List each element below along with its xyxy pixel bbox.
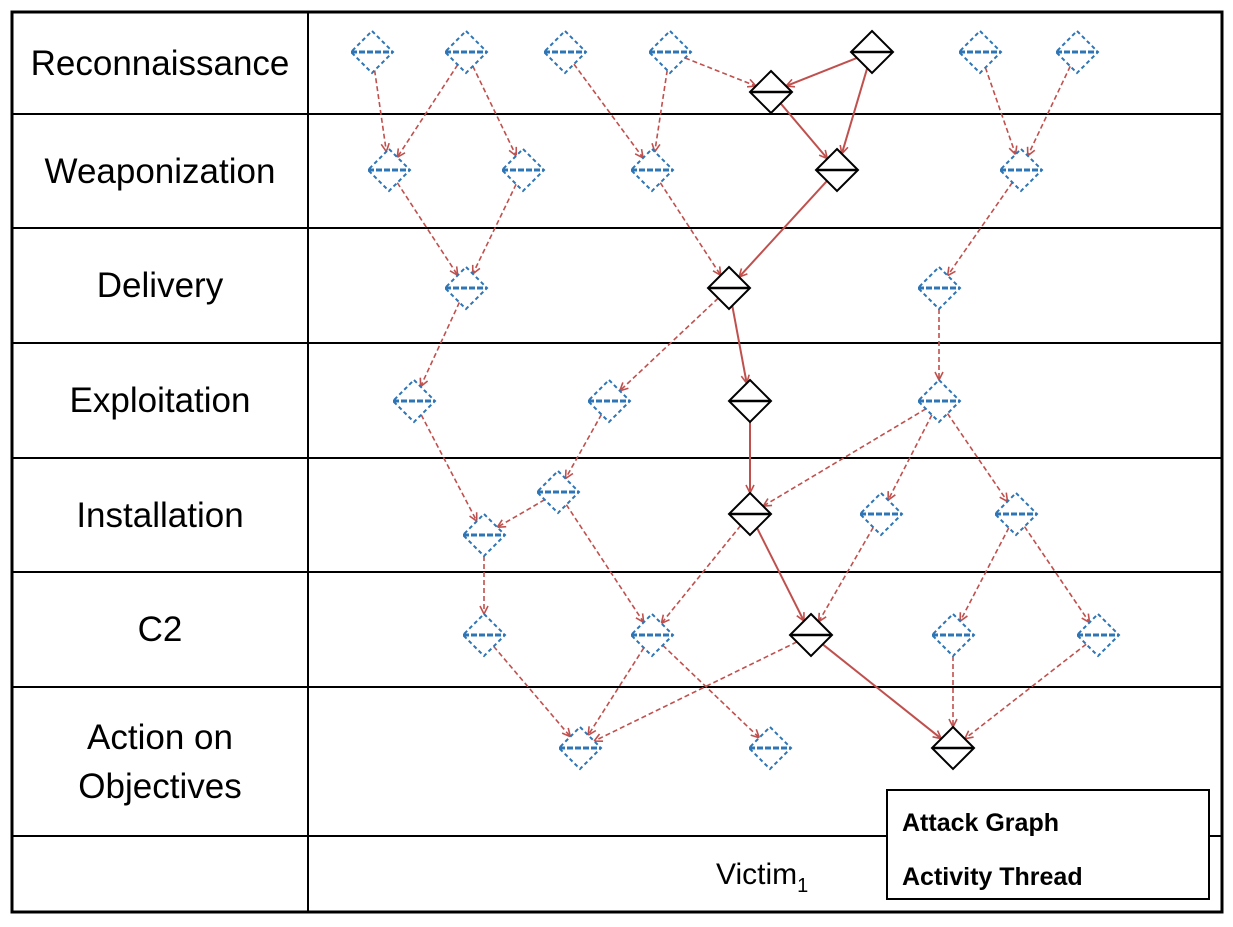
edge-i3-c3 bbox=[819, 526, 874, 621]
edge-d2-e2 bbox=[620, 297, 719, 391]
edge-r6-w5 bbox=[984, 67, 1015, 155]
node-w5 bbox=[998, 147, 1044, 193]
edge-c3-a1 bbox=[594, 641, 798, 741]
edge-r5-rm bbox=[786, 57, 858, 86]
edge-e1-i1 bbox=[420, 414, 477, 521]
node-r4 bbox=[647, 29, 693, 75]
phase-grid bbox=[10, 10, 1224, 914]
node-d1 bbox=[443, 265, 489, 311]
node-w1 bbox=[366, 147, 412, 193]
node-d2 bbox=[706, 265, 752, 311]
edge-w4-d2 bbox=[739, 180, 828, 277]
node-c1 bbox=[461, 612, 507, 658]
node-e3 bbox=[727, 378, 773, 424]
phase-label: Installation bbox=[76, 495, 244, 535]
edge-i2-c2 bbox=[661, 525, 742, 624]
edge-r2-w1 bbox=[397, 64, 459, 158]
node-e4 bbox=[916, 378, 962, 424]
edge-r2-w2 bbox=[472, 65, 516, 156]
node-layer bbox=[349, 29, 1121, 771]
edge-r5-w4 bbox=[842, 67, 869, 154]
node-r3 bbox=[542, 29, 588, 75]
node-e1 bbox=[391, 378, 437, 424]
node-c4 bbox=[930, 612, 976, 658]
victim-label: Victim1 bbox=[716, 858, 809, 897]
edge-c5-a3 bbox=[965, 643, 1087, 739]
node-r7 bbox=[1054, 29, 1100, 75]
edge-w2-d1 bbox=[473, 183, 517, 274]
node-r6 bbox=[957, 29, 1003, 75]
edge-e2-i0 bbox=[566, 414, 603, 478]
node-c3 bbox=[788, 612, 834, 658]
node-w3 bbox=[629, 147, 675, 193]
node-e2 bbox=[586, 378, 632, 424]
edge-rm-w4 bbox=[779, 102, 828, 158]
edge-r4-w3 bbox=[655, 70, 669, 152]
edge-c1-a1 bbox=[493, 645, 571, 736]
node-r2 bbox=[443, 29, 489, 75]
node-c2 bbox=[629, 612, 675, 658]
edge-i0-i1 bbox=[497, 499, 546, 528]
edge-e4-i4 bbox=[946, 413, 1008, 501]
node-i4 bbox=[993, 491, 1039, 537]
phase-label: Weaponization bbox=[44, 151, 276, 191]
edge-d2-e3 bbox=[731, 305, 746, 384]
node-i2 bbox=[727, 491, 773, 537]
edge-c2-a1 bbox=[588, 647, 645, 735]
legend-attack-graph-label: Attack Graph bbox=[902, 809, 1059, 837]
edge-r1-w1 bbox=[373, 70, 387, 151]
node-r1 bbox=[349, 29, 395, 75]
edge-i0-c2 bbox=[565, 504, 643, 623]
node-d3 bbox=[916, 265, 962, 311]
node-i3 bbox=[858, 491, 904, 537]
legend: Attack Graph Activity Thread bbox=[886, 789, 1210, 900]
node-w4 bbox=[814, 147, 860, 193]
edge-r3-w3 bbox=[573, 63, 643, 158]
legend-activity-thread-label: Activity Thread bbox=[902, 863, 1083, 891]
node-a2 bbox=[747, 725, 793, 771]
phase-label: Delivery bbox=[96, 266, 224, 305]
node-a3 bbox=[930, 725, 976, 771]
edge-d1-e1 bbox=[421, 302, 461, 386]
edge-r4-rm bbox=[684, 57, 756, 86]
node-w2 bbox=[500, 147, 546, 193]
phase-label: Action on Objectives bbox=[78, 717, 242, 806]
phase-label: C2 bbox=[137, 610, 183, 649]
grid-border bbox=[10, 10, 1224, 914]
node-a1 bbox=[557, 725, 603, 771]
edge-w3-d2 bbox=[659, 182, 720, 276]
edge-c3-a3 bbox=[822, 643, 942, 738]
phase-label: Exploitation bbox=[69, 381, 251, 420]
edge-layer bbox=[373, 57, 1090, 741]
edge-w1-d1 bbox=[396, 182, 457, 276]
node-r5 bbox=[849, 29, 895, 75]
phase-label: Reconnaissance bbox=[30, 43, 290, 83]
edge-r7-w5 bbox=[1028, 65, 1071, 156]
edge-i4-c4 bbox=[960, 527, 1010, 621]
edge-i4-c5 bbox=[1023, 526, 1089, 623]
node-i1 bbox=[461, 512, 507, 558]
edge-c2-a2 bbox=[662, 644, 760, 737]
node-rm bbox=[748, 69, 794, 115]
edge-w5-d3 bbox=[948, 181, 1014, 275]
edge-i2-c3 bbox=[756, 527, 805, 621]
node-c5 bbox=[1075, 612, 1121, 658]
node-i0 bbox=[535, 469, 581, 515]
